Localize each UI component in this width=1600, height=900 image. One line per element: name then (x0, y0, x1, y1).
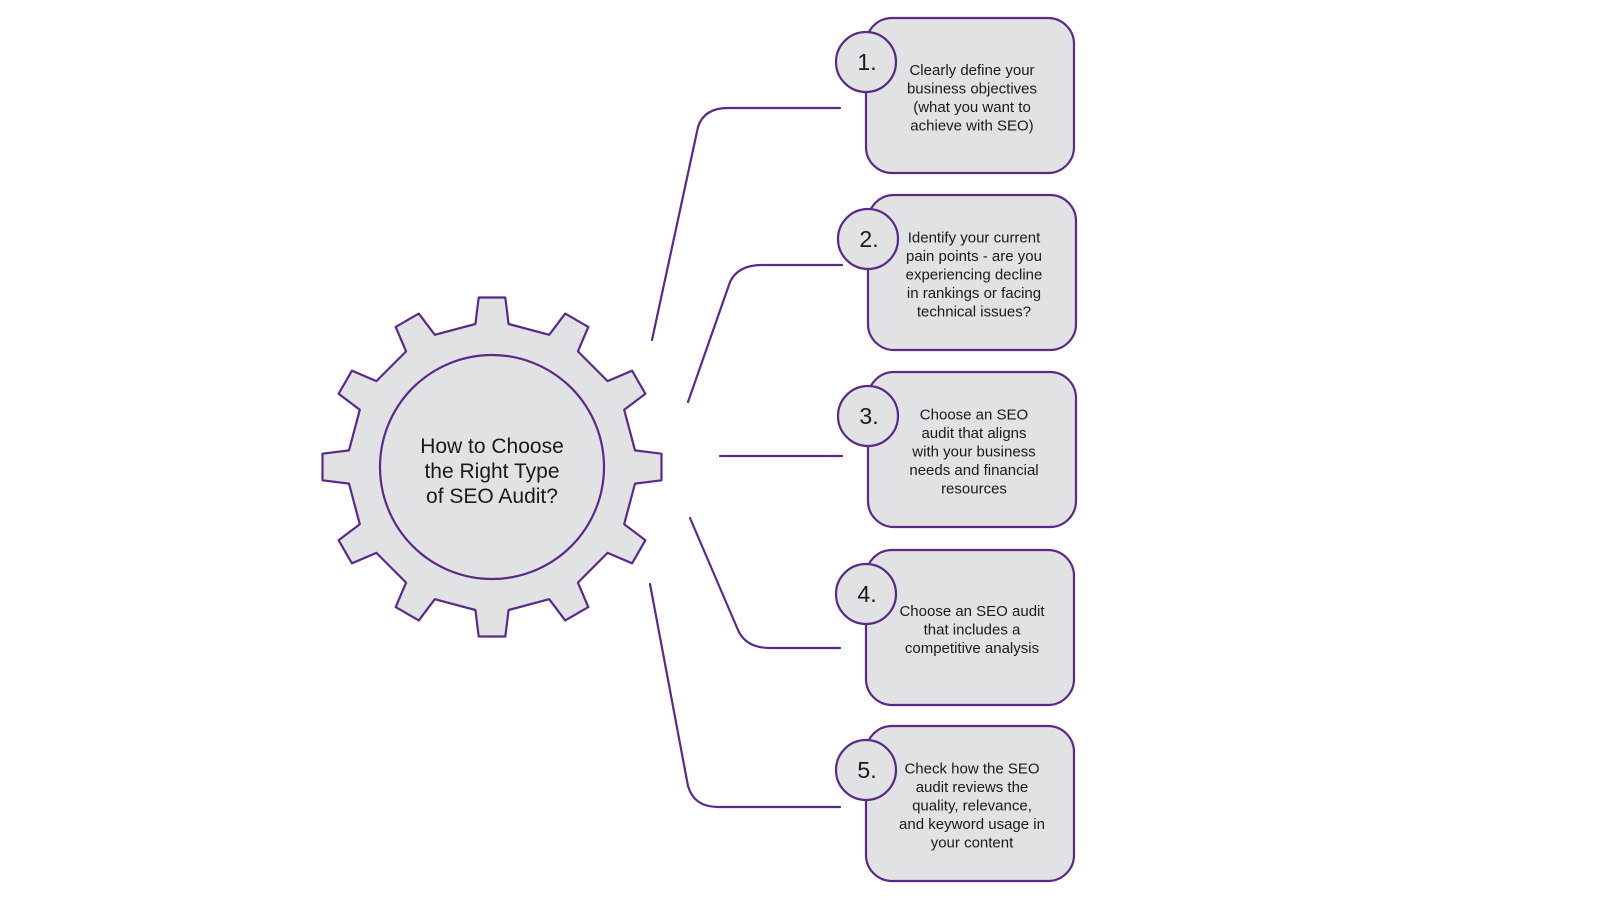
step-box (864, 548, 1076, 707)
step-text-line: achieve with SEO) (910, 117, 1033, 134)
step-text-line: Check how the SEO (904, 761, 1039, 778)
step-text-line: your content (931, 835, 1014, 852)
step-text-line: with your business (911, 444, 1035, 461)
connector-step-2 (686, 263, 844, 404)
step-number-badge (834, 738, 898, 802)
step-number: 2. (859, 226, 878, 252)
step-number-badge (836, 207, 900, 271)
step-text-line: (what you want to (913, 99, 1031, 116)
step-box (864, 16, 1076, 175)
step-number: 1. (857, 49, 876, 75)
gear-title-line: the Right Type (424, 460, 559, 483)
gear-inner-circle (378, 353, 606, 581)
step-text-line: quality, relevance, (912, 798, 1032, 815)
step-text-line: and keyword usage in (899, 816, 1045, 833)
step-box (866, 193, 1078, 352)
step-number-badge (834, 562, 898, 626)
gear-title-line: How to Choose (420, 435, 564, 458)
step-number-badge (836, 384, 900, 448)
step-text-line: Choose an SEO audit (899, 603, 1045, 620)
step-text-line: in rankings or facing (907, 285, 1041, 302)
step-number: 3. (859, 403, 878, 429)
step-number: 5. (857, 757, 876, 783)
step-text-line: Clearly define your (909, 62, 1034, 79)
step-text-line: that includes a (924, 622, 1021, 639)
step-text-line: audit reviews the (916, 779, 1029, 796)
step-text-line: Choose an SEO (920, 407, 1028, 424)
connector-step-4 (688, 516, 842, 650)
step-number: 4. (857, 581, 876, 607)
step-text-line: experiencing decline (906, 267, 1043, 284)
connector-step-5 (648, 582, 842, 809)
step-text-line: resources (941, 481, 1007, 498)
step-box (866, 370, 1078, 529)
step-text-line: pain points - are you (906, 248, 1042, 265)
step-text-line: competitive analysis (905, 640, 1039, 657)
step-number-badge (834, 30, 898, 94)
step-text-line: needs and financial (909, 462, 1038, 479)
gear-title-line: of SEO Audit? (426, 485, 558, 508)
connector-lines (648, 106, 844, 809)
step-text-line: audit that aligns (921, 425, 1026, 442)
step-text-line: business objectives (907, 80, 1037, 97)
step-text-line: technical issues? (917, 304, 1031, 321)
step-text-line: Identify your current (908, 230, 1041, 247)
connector-step-1 (650, 106, 842, 342)
step-box (864, 724, 1076, 883)
